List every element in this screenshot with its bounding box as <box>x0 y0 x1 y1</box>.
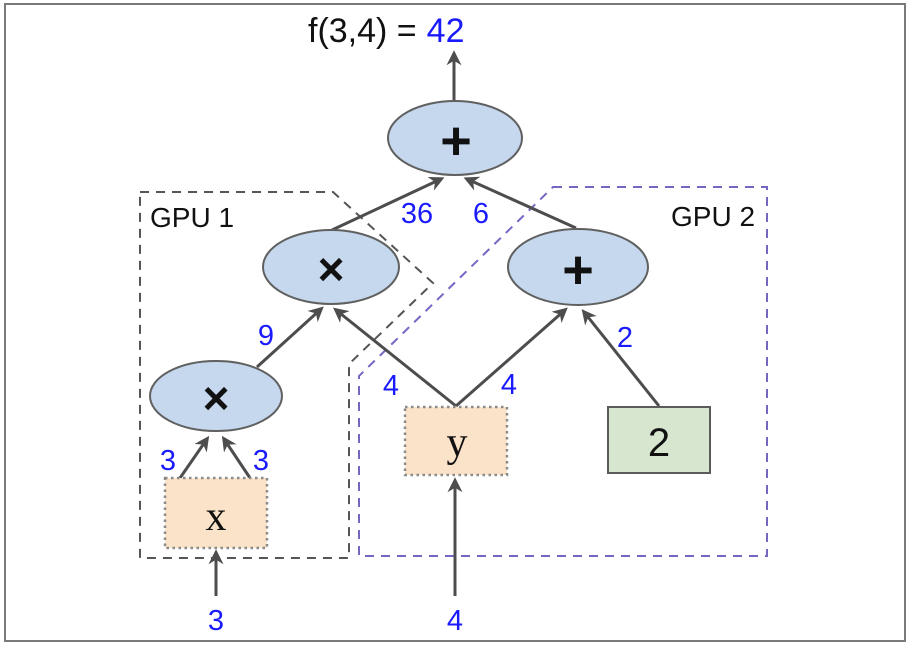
add-right-op-symbol: + <box>562 240 594 300</box>
edge-label-4-left: 4 <box>383 370 399 402</box>
static-labels: f(3,4) =42 GPU 1 GPU 2 + × + × x y 2 <box>150 12 755 540</box>
add-right-node <box>507 228 649 306</box>
gpu1-label: GPU 1 <box>150 202 234 233</box>
edge-add-right-to-root <box>463 176 577 230</box>
edge-value-labels: 36 6 9 4 4 2 3 3 3 4 <box>160 198 633 637</box>
edge-x-to-mul-lower-right <box>221 435 252 479</box>
edge-label-3-right: 3 <box>253 445 269 477</box>
title-result-value: 42 <box>427 12 465 50</box>
input-y-value: 4 <box>447 605 463 637</box>
var-x-label: x <box>206 494 227 540</box>
edge-label-4-right: 4 <box>501 369 517 401</box>
const-2-box <box>607 406 711 474</box>
mul-lower-op-symbol: × <box>203 372 230 424</box>
mul-lower-node <box>149 360 283 432</box>
op-nodes <box>149 100 649 432</box>
edge-label-6: 6 <box>473 198 489 230</box>
root-add-node <box>387 100 523 176</box>
var-y-label: y <box>447 420 468 466</box>
edge-mul-lower-to-mul-upper <box>255 306 324 369</box>
figure-title: f(3,4) = 42 <box>308 12 465 50</box>
edge-x-to-mul-lower-left <box>178 435 210 479</box>
edge-label-36: 36 <box>401 198 433 230</box>
edge-y-to-add-right <box>455 307 568 408</box>
edge-y-to-mul-upper <box>333 307 457 408</box>
gpu1-region-border <box>139 191 435 559</box>
title-expression: f(3,4) = <box>308 12 417 50</box>
edge-label-2: 2 <box>617 322 633 354</box>
edge-label-3-left: 3 <box>160 445 176 477</box>
mul-upper-op-symbol: × <box>318 243 345 295</box>
edge-mul-upper-to-root <box>331 176 445 232</box>
var-y-box <box>403 405 509 477</box>
edge-label-9: 9 <box>258 320 274 352</box>
gpu2-region-border <box>358 186 768 557</box>
edges <box>178 50 661 596</box>
edge-const-to-add-right <box>581 309 661 407</box>
var-x-box <box>163 476 269 550</box>
const-2-label: 2 <box>648 421 670 465</box>
input-x-value: 3 <box>208 605 224 637</box>
gpu2-label: GPU 2 <box>671 201 755 232</box>
root-add-op-symbol: + <box>440 111 472 171</box>
mul-upper-node <box>262 229 400 305</box>
